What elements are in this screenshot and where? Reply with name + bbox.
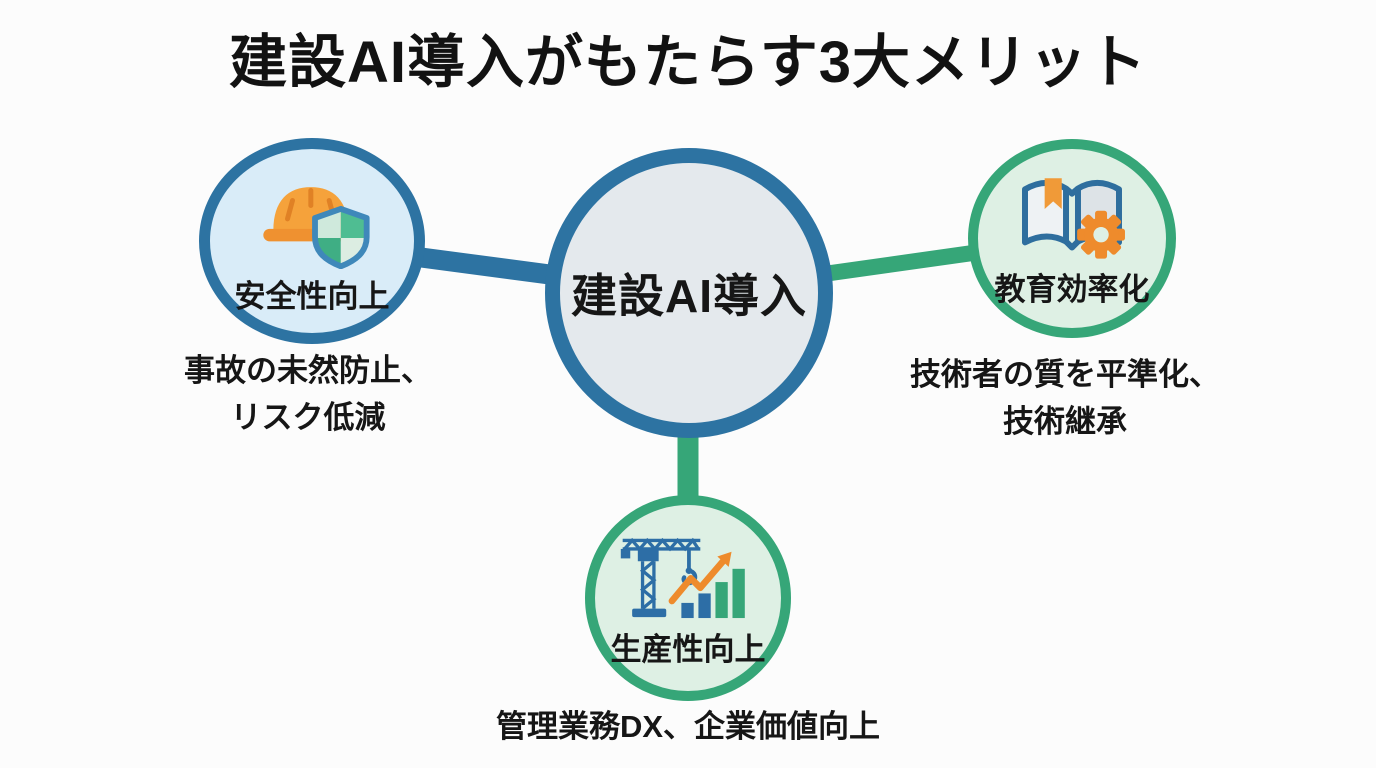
node-productivity-label: 生産性向上 bbox=[610, 632, 766, 667]
desc-safety-line1: 事故の未然防止、 bbox=[184, 353, 432, 388]
center-node: 建設AI導入 bbox=[545, 148, 833, 438]
crane-growth-icon bbox=[620, 537, 745, 619]
desc-education-line1: 技術者の質を平準化、 bbox=[910, 357, 1220, 392]
desc-education: 技術者の質を平準化、 技術継承 bbox=[865, 351, 1265, 445]
node-safety-label: 安全性向上 bbox=[234, 278, 390, 314]
helmet-shield-icon bbox=[262, 186, 370, 269]
book-gear-icon bbox=[1022, 178, 1125, 259]
node-safety: 安全性向上 bbox=[199, 138, 425, 344]
node-education-label: 教育効率化 bbox=[994, 272, 1150, 307]
center-node-label: 建設AI導入 bbox=[571, 270, 807, 322]
desc-education-line2: 技術継承 bbox=[1003, 404, 1127, 439]
node-education: 教育効率化 bbox=[968, 139, 1176, 338]
desc-productivity-line1: 管理業務DX、企業価値向上 bbox=[495, 709, 881, 744]
desc-safety: 事故の未然防止、 リスク低減 bbox=[123, 347, 493, 441]
desc-safety-line2: リスク低減 bbox=[230, 400, 386, 435]
page-title: 建設AI導入がもたらす3大メリット bbox=[228, 30, 1148, 95]
desc-productivity: 管理業務DX、企業価値向上 bbox=[438, 703, 938, 750]
node-productivity: 生産性向上 bbox=[585, 495, 791, 701]
